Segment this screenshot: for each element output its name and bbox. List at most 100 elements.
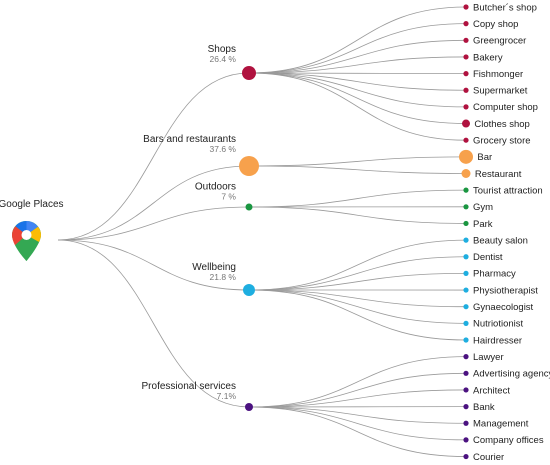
leaf-label: Physiotherapist bbox=[473, 285, 538, 296]
leaf-node bbox=[463, 254, 469, 260]
leaf-label: Copy shop bbox=[473, 19, 518, 30]
link-root-to-category bbox=[57, 165, 250, 241]
leaf-label: Architect bbox=[473, 385, 510, 396]
category-label: Shops bbox=[208, 44, 236, 55]
leaf-node bbox=[463, 304, 469, 310]
link-category-to-leaf bbox=[248, 72, 467, 108]
leaf-node bbox=[463, 204, 469, 210]
category-percent: 26.4 % bbox=[210, 54, 237, 64]
leaf-label: Bank bbox=[473, 402, 495, 413]
leaf-label: Tourist attraction bbox=[473, 185, 543, 196]
link-category-to-leaf bbox=[248, 189, 467, 208]
tree-links bbox=[57, 6, 467, 457]
leaf-node bbox=[463, 404, 469, 410]
leaf-label: Bakery bbox=[473, 52, 503, 63]
category-node bbox=[245, 403, 253, 411]
leaf-label: Clothes shop bbox=[474, 119, 529, 130]
leaf-node bbox=[463, 137, 469, 143]
leaf-label: Courier bbox=[473, 452, 504, 463]
link-category-to-leaf bbox=[248, 206, 467, 224]
leaf-label: Butcher´s shop bbox=[473, 2, 537, 13]
leaf-node bbox=[463, 270, 469, 276]
leaf-label: Beauty salon bbox=[473, 235, 528, 246]
leaf-label: Gynaecologist bbox=[473, 302, 534, 313]
google-maps-pin-icon bbox=[12, 221, 41, 261]
leaf-node bbox=[463, 453, 469, 460]
leaf-node bbox=[463, 71, 469, 77]
link-category-to-leaf bbox=[248, 256, 467, 291]
leaf-node bbox=[463, 104, 469, 110]
leaf-node bbox=[463, 4, 469, 10]
leaf-node bbox=[463, 354, 469, 360]
link-category-to-leaf bbox=[248, 406, 467, 457]
link-root-to-category bbox=[57, 206, 250, 241]
leaf-node bbox=[463, 370, 469, 376]
leaf-label: Company offices bbox=[473, 435, 544, 446]
leaf-label: Grocery store bbox=[473, 136, 531, 147]
leaf-label: Restaurant bbox=[475, 169, 522, 180]
category-percent: 7 % bbox=[221, 192, 236, 202]
link-category-to-leaf bbox=[248, 56, 467, 74]
link-category-to-leaf bbox=[248, 289, 467, 324]
link-category-to-leaf bbox=[248, 273, 467, 291]
link-category-to-leaf bbox=[248, 6, 467, 74]
leaf-node bbox=[463, 54, 469, 60]
link-category-to-leaf bbox=[248, 289, 467, 308]
link-category-to-leaf bbox=[248, 406, 467, 424]
link-category-to-leaf bbox=[248, 356, 467, 408]
leaf-node bbox=[463, 37, 469, 43]
leaf-node bbox=[463, 437, 469, 443]
category-label: Bars and restaurants bbox=[143, 134, 236, 145]
category-label: Wellbeing bbox=[192, 262, 236, 273]
leaf-node bbox=[463, 420, 469, 426]
category-label: Professional services bbox=[142, 381, 236, 392]
leaf-node bbox=[463, 320, 469, 326]
link-category-to-leaf bbox=[248, 372, 467, 408]
link-category-to-leaf bbox=[248, 39, 467, 74]
leaf-node bbox=[463, 220, 469, 227]
link-category-to-leaf bbox=[248, 239, 467, 291]
leaf-label: Park bbox=[473, 219, 493, 230]
leaf-label: Hairdresser bbox=[473, 335, 522, 346]
link-root-to-category bbox=[57, 239, 250, 291]
leaf-label: Nutriotionist bbox=[473, 319, 524, 330]
leaf-node bbox=[459, 149, 473, 164]
link-category-to-leaf bbox=[248, 72, 467, 74]
category-node bbox=[245, 203, 253, 211]
leaf-label: Greengrocer bbox=[473, 36, 526, 47]
leaf-node bbox=[461, 169, 471, 178]
category-node bbox=[239, 156, 259, 176]
link-category-to-leaf bbox=[248, 23, 467, 74]
link-category-to-leaf bbox=[248, 289, 467, 341]
leaf-node bbox=[463, 237, 469, 243]
leaf-node bbox=[463, 21, 469, 27]
category-node bbox=[242, 66, 256, 80]
leaf-node bbox=[463, 287, 469, 293]
leaf-label: Lawyer bbox=[473, 352, 504, 363]
category-label: Outdoors bbox=[195, 182, 236, 193]
link-category-to-leaf bbox=[248, 72, 467, 91]
link-category-to-leaf bbox=[248, 156, 467, 167]
leaf-node bbox=[463, 187, 469, 193]
leaf-label: Computer shop bbox=[473, 102, 538, 113]
category-node bbox=[243, 284, 255, 296]
category-percent: 7.1% bbox=[217, 391, 237, 401]
leaf-label: Advertising agency bbox=[473, 369, 550, 380]
link-category-to-leaf bbox=[248, 165, 467, 174]
leaf-label: Dentist bbox=[473, 252, 503, 263]
leaf-label: Fishmonger bbox=[473, 69, 523, 80]
leaf-label: Bar bbox=[477, 152, 492, 163]
category-percent: 37.6 % bbox=[210, 144, 237, 154]
category-percent: 21.8 % bbox=[210, 272, 237, 282]
link-category-to-leaf bbox=[248, 72, 467, 141]
leaf-label: Gym bbox=[473, 202, 493, 213]
leaf-node bbox=[463, 337, 469, 343]
link-category-to-leaf bbox=[248, 389, 467, 408]
root-node: Google Places bbox=[0, 199, 64, 261]
leaf-node bbox=[462, 119, 470, 128]
link-category-to-leaf bbox=[248, 72, 467, 124]
leaf-node bbox=[463, 387, 469, 393]
link-category-to-leaf bbox=[248, 406, 467, 441]
